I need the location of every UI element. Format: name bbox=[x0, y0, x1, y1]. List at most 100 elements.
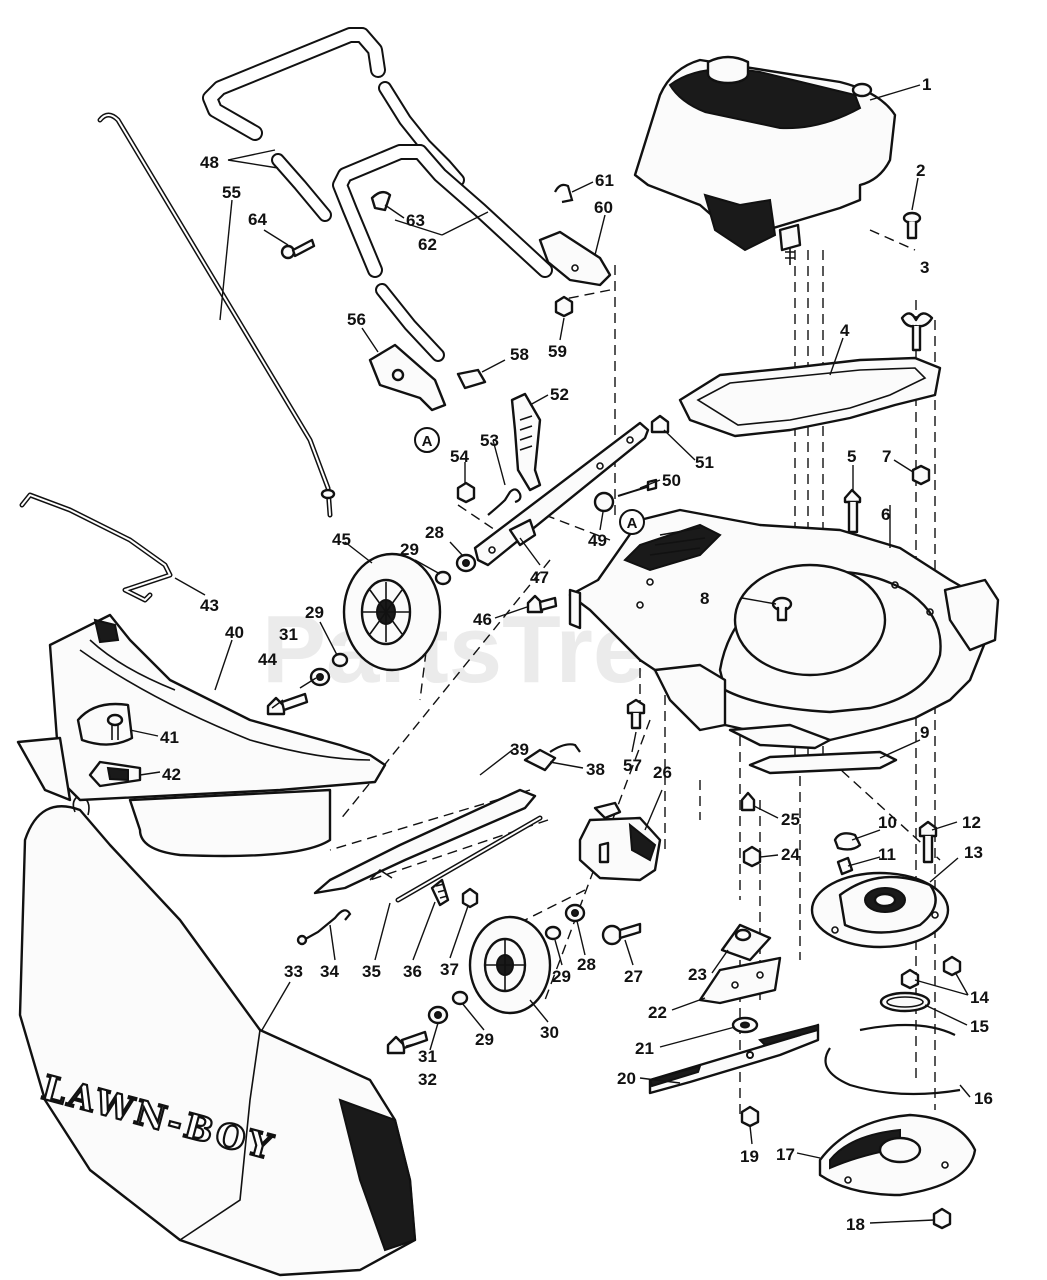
label-34: 34 bbox=[320, 962, 339, 981]
label-56: 56 bbox=[347, 310, 366, 329]
label-18: 18 bbox=[846, 1215, 865, 1234]
washer-21 bbox=[731, 1016, 759, 1034]
label-14: 14 bbox=[970, 988, 989, 1007]
bolt-46 bbox=[526, 594, 558, 614]
nut-19 bbox=[740, 1105, 760, 1128]
label-4: 4 bbox=[840, 321, 850, 340]
knob-49 bbox=[593, 491, 615, 513]
clip-34 bbox=[296, 909, 352, 946]
label-28-lower: 28 bbox=[577, 955, 596, 974]
spring-ring-16 bbox=[824, 1023, 961, 1096]
spring-53 bbox=[487, 488, 522, 516]
bail-43 bbox=[19, 492, 173, 603]
label-50: 50 bbox=[662, 471, 681, 490]
pin-50 bbox=[617, 478, 658, 497]
label-64: 64 bbox=[248, 210, 267, 229]
hinge-38 bbox=[523, 743, 581, 772]
label-36: 36 bbox=[403, 962, 422, 981]
label-24: 24 bbox=[781, 845, 800, 864]
label-40: 40 bbox=[225, 623, 244, 642]
lower-handle-62 bbox=[332, 144, 553, 362]
label-38: 38 bbox=[586, 760, 605, 779]
stud-25 bbox=[740, 791, 756, 812]
washer-29-b bbox=[434, 570, 452, 586]
label-55: 55 bbox=[222, 183, 241, 202]
label-23: 23 bbox=[688, 965, 707, 984]
washer-29-d bbox=[451, 990, 469, 1006]
label-16: 16 bbox=[974, 1089, 993, 1108]
spacer-31-b bbox=[427, 1005, 449, 1025]
label-8: 8 bbox=[700, 589, 709, 608]
bolt-5 bbox=[843, 488, 862, 534]
reference-mark-a-left-text: A bbox=[422, 433, 433, 450]
label-30: 30 bbox=[540, 1023, 559, 1042]
label-60: 60 bbox=[594, 198, 613, 217]
label-28-upper: 28 bbox=[425, 523, 444, 542]
label-42: 42 bbox=[162, 765, 181, 784]
label-22: 22 bbox=[648, 1003, 667, 1022]
label-1: 1 bbox=[922, 75, 931, 94]
label-44: 44 bbox=[258, 650, 277, 669]
label-13: 13 bbox=[964, 843, 983, 862]
label-49: 49 bbox=[588, 531, 607, 550]
label-5: 5 bbox=[847, 447, 856, 466]
reference-mark-a-right: A bbox=[619, 509, 645, 535]
label-53: 53 bbox=[480, 431, 499, 450]
label-43: 43 bbox=[200, 596, 219, 615]
nut-59 bbox=[554, 295, 574, 318]
nut-7 bbox=[911, 464, 931, 486]
label-51: 51 bbox=[695, 453, 714, 472]
label-15: 15 bbox=[970, 1017, 989, 1036]
plate-9 bbox=[748, 750, 898, 775]
label-59: 59 bbox=[548, 342, 567, 361]
link-52 bbox=[510, 392, 542, 492]
grass-bag-33: LAWN-BOY bbox=[18, 794, 417, 1277]
label-29-b: 29 bbox=[305, 603, 324, 622]
label-11: 11 bbox=[878, 845, 896, 864]
label-26: 26 bbox=[653, 763, 672, 782]
plate-42 bbox=[88, 760, 142, 788]
label-10: 10 bbox=[878, 813, 897, 832]
spacer-31-a bbox=[309, 667, 331, 687]
washer-29-c bbox=[331, 652, 349, 668]
bolt-57 bbox=[626, 698, 646, 730]
nut-18 bbox=[932, 1207, 952, 1230]
label-29-c: 29 bbox=[552, 967, 571, 986]
bracket-60 bbox=[538, 230, 612, 287]
label-19: 19 bbox=[740, 1147, 759, 1166]
deflector-39 bbox=[313, 788, 537, 895]
pin-61 bbox=[554, 183, 574, 204]
reference-mark-a-right-text: A bbox=[627, 515, 638, 532]
bolt-32 bbox=[386, 1030, 429, 1055]
blade-disc-17 bbox=[818, 1113, 977, 1197]
cap-screw-8 bbox=[771, 596, 793, 622]
label-29-d: 29 bbox=[475, 1030, 494, 1049]
label-37: 37 bbox=[440, 960, 459, 979]
blade-adapter-13 bbox=[810, 871, 950, 949]
upper-handle-48 bbox=[202, 27, 465, 222]
label-2: 2 bbox=[916, 161, 925, 180]
nut-24 bbox=[742, 845, 762, 868]
label-25: 25 bbox=[781, 810, 800, 829]
spring-36 bbox=[430, 878, 450, 907]
label-57: 57 bbox=[623, 756, 642, 775]
ring-15 bbox=[879, 991, 931, 1013]
label-21: 21 bbox=[635, 1039, 654, 1058]
rod-55 bbox=[97, 112, 336, 518]
screw-64 bbox=[280, 238, 316, 260]
screw-27 bbox=[601, 922, 642, 946]
washer-29-a bbox=[544, 925, 562, 941]
engine-assembly bbox=[633, 55, 897, 265]
label-46: 46 bbox=[473, 610, 492, 629]
clip-10 bbox=[833, 832, 862, 851]
rod-35 bbox=[395, 815, 543, 903]
label-20: 20 bbox=[617, 1069, 636, 1088]
mower-deck bbox=[568, 508, 1000, 750]
nut-54 bbox=[456, 481, 476, 504]
label-52: 52 bbox=[550, 385, 569, 404]
label-7: 7 bbox=[882, 447, 891, 466]
nut-37 bbox=[461, 887, 479, 909]
nuts-14 bbox=[900, 955, 962, 990]
label-54: 54 bbox=[450, 447, 469, 466]
